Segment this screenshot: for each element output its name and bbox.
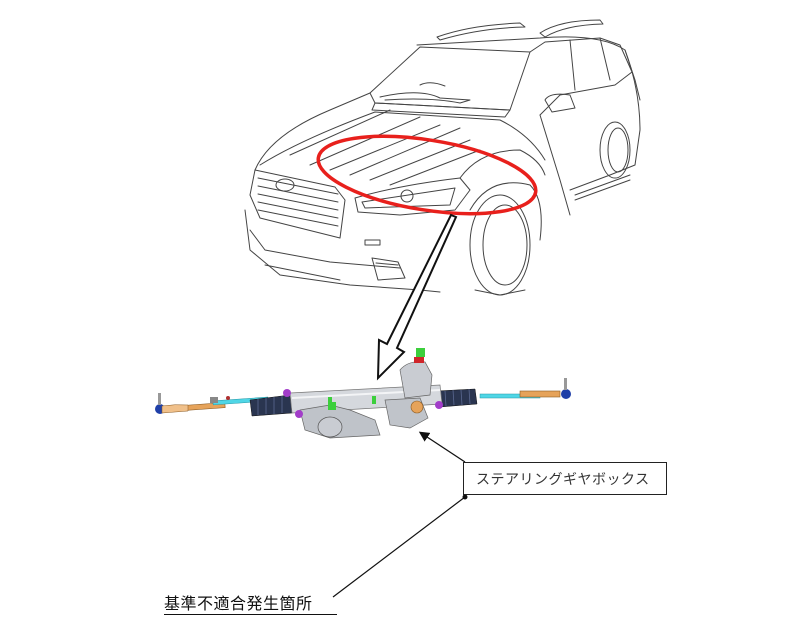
- nonconformity-location-label: 基準不適合発生箇所: [164, 594, 337, 615]
- callout-label: ステアリングギヤボックス: [476, 471, 650, 488]
- hollow-arrow: [376, 213, 458, 381]
- leader-line: [332, 496, 466, 598]
- vehicle-drawing: [244, 19, 641, 296]
- highlight-ellipse: [316, 134, 538, 216]
- callout-box-steering-gearbox: ステアリングギヤボックス: [463, 462, 667, 495]
- callout-arrow: [418, 431, 466, 463]
- steering-gearbox-illustration: [155, 348, 571, 439]
- leader-dot: [462, 494, 468, 500]
